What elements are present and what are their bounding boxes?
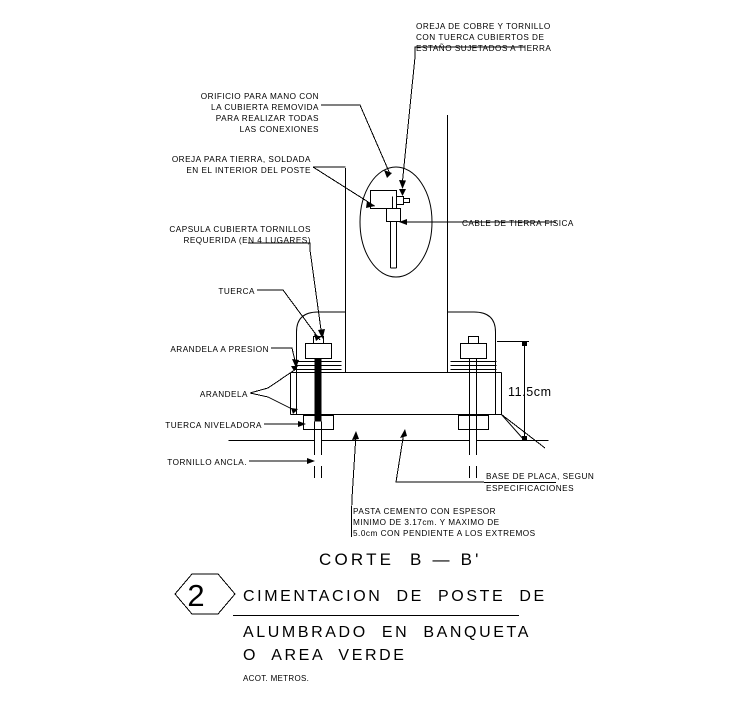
detail-number: 2 (187, 578, 204, 613)
label-line: OREJA DE COBRE Y TORNILLO (416, 22, 551, 31)
label-line: OREJA PARA TIERRA, SOLDADA (172, 155, 311, 164)
left-anchor-bolt-group (295, 336, 342, 478)
label-oreja-para-tierra: OREJA PARA TIERRA, SOLDADA EN EL INTERIO… (172, 155, 311, 175)
leader-lines (248, 46, 556, 505)
label-line: ESTAÑO SUJETADOS A TIERRA (416, 43, 551, 53)
label-line: CON TUERCA CUBIERTOS DE (416, 33, 544, 42)
label-line: ORIFICIO PARA MANO CON (201, 92, 319, 101)
section-title-text: CORTE B — B' (319, 550, 482, 569)
label-pasta-cemento: PASTA CEMENTO CON ESPESOR MINIMO DE 3.17… (353, 507, 536, 538)
label-line: PASTA CEMENTO CON ESPESOR (353, 507, 496, 516)
label-line: TORNILLO ANCLA. (167, 458, 247, 467)
label-line: EN EL INTERIOR DEL POSTE (186, 166, 311, 175)
label-orificio-para-mano: ORIFICIO PARA MANO CON LA CUBIERTA REMOV… (201, 92, 319, 134)
text-underlines (351, 482, 556, 537)
title-block: 2 CIMENTACION DE POSTE DE ALUMBRADO EN B… (174, 573, 547, 683)
label-tornillo-ancla: TORNILLO ANCLA. (167, 458, 247, 467)
right-anchor-bolt-group (450, 336, 497, 478)
label-capsula-cubierta: CAPSULA CUBIERTA TORNILLOS REQUERIDA (EN… (169, 225, 311, 245)
label-arandela: ARANDELA (200, 390, 248, 399)
dimension-plate-height (497, 341, 529, 441)
pole-body (345, 115, 448, 372)
label-tuerca-niveladora: TUERCA NIVELADORA (165, 421, 262, 430)
label-line: MINIMO DE 3.17cm. Y MAXIMO DE (353, 518, 500, 527)
label-cable-tierra-fisica: CABLE DE TIERRA FISICA (462, 219, 574, 228)
label-line: LAS CONEXIONES (240, 125, 319, 134)
dimension-value: 11.5cm (508, 385, 552, 399)
label-arandela-a-presion: ARANDELA A PRESION (170, 345, 269, 354)
title-line-2: ALUMBRADO EN BANQUETA (243, 624, 531, 641)
label-line: ESPECIFICACIONES (486, 484, 574, 493)
label-line: 5.0cm CON PENDIENTE A LOS EXTREMOS (353, 529, 536, 538)
label-line: CABLE DE TIERRA FISICA (462, 219, 574, 228)
title-line-1: CIMENTACION DE POSTE DE (243, 588, 547, 605)
dimension-text-plate-height: 11.5cm (508, 385, 552, 399)
label-line: TUERCA (218, 287, 255, 296)
label-oreja-de-cobre: OREJA DE COBRE Y TORNILLO CON TUERCA CUB… (416, 22, 551, 53)
label-tuerca: TUERCA (218, 287, 255, 296)
label-line: REQUERIDA (EN 4 LUGARES) (183, 236, 311, 245)
ground-lug-detail (370, 189, 410, 269)
title-line-3: O AREA VERDE (243, 647, 407, 664)
label-line: ARANDELA (200, 390, 248, 399)
label-line: PARA REALIZAR TODAS (216, 114, 319, 123)
label-line: CAPSULA CUBIERTA TORNILLOS (169, 225, 311, 234)
label-line: LA CUBIERTA REMOVIDA (211, 103, 319, 112)
section-title: CORTE B — B' (319, 550, 482, 569)
base-plate-assembly (228, 311, 549, 478)
label-line: TUERCA NIVELADORA (165, 421, 262, 430)
label-line: BASE DE PLACA, SEGUN (486, 472, 594, 481)
label-line: ARANDELA A PRESION (170, 345, 269, 354)
label-base-de-placa: BASE DE PLACA, SEGUN ESPECIFICACIONES (486, 472, 594, 493)
units-note: ACOT. METROS. (243, 674, 309, 683)
